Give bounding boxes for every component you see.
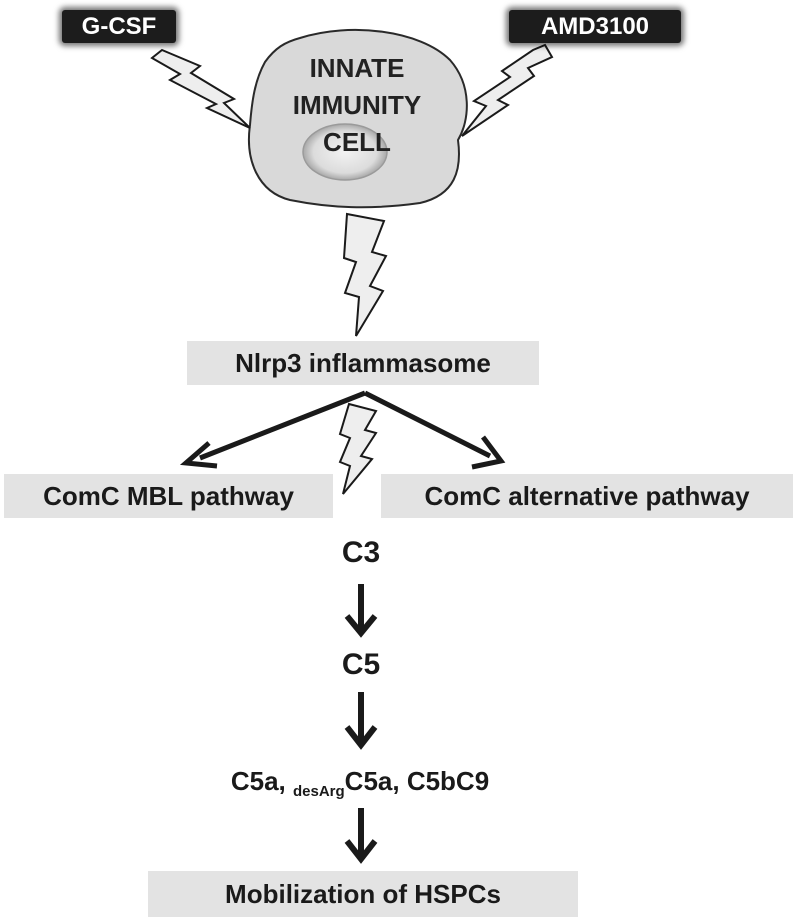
arrow-to-mbl-head bbox=[179, 441, 218, 469]
inflammasome-box: Nlrp3 inflammasome bbox=[187, 341, 539, 385]
c5a-text: C5a, bbox=[230, 766, 286, 796]
alternative-pathway-box: ComC alternative pathway bbox=[381, 474, 793, 518]
lightning-bolt-right-icon bbox=[461, 43, 554, 137]
cell-label-line2: IMMUNITY bbox=[292, 90, 422, 120]
arrow-to-alternative bbox=[363, 390, 492, 459]
arrow-c5-to-products bbox=[344, 692, 378, 750]
arrow-products-to-mobilization bbox=[344, 808, 378, 864]
stimulus-g-csf: G-CSF bbox=[62, 10, 176, 43]
arrow-c3-to-c5 bbox=[344, 584, 378, 638]
c5a-products-label: C5a, desArgC5a, C5bC9 bbox=[200, 766, 520, 800]
mbl-pathway-box: ComC MBL pathway bbox=[4, 474, 333, 518]
desarg-subscript: desArg bbox=[292, 783, 345, 800]
cell-label-line1: INNATE bbox=[309, 53, 405, 83]
mobilization-box: Mobilization of HSPCs bbox=[148, 871, 578, 917]
cell-body bbox=[248, 28, 468, 209]
c5a-c5bc9-text: C5a, C5bC9 bbox=[344, 766, 490, 796]
c5-label: C5 bbox=[341, 648, 381, 681]
lightning-bolt-left-icon bbox=[150, 48, 251, 129]
lightning-bolt-center-icon bbox=[342, 212, 388, 337]
arrow-to-alternative-head bbox=[471, 435, 506, 470]
cell-nucleus bbox=[302, 123, 388, 181]
lightning-bolt-small-icon bbox=[338, 402, 378, 495]
c3-label: C3 bbox=[341, 536, 381, 569]
cell-label: INNATE IMMUNITY CELL bbox=[262, 50, 452, 161]
arrow-to-mbl bbox=[199, 390, 366, 461]
cell-label-line3: CELL bbox=[323, 127, 391, 157]
stimulus-amd3100: AMD3100 bbox=[509, 10, 681, 43]
